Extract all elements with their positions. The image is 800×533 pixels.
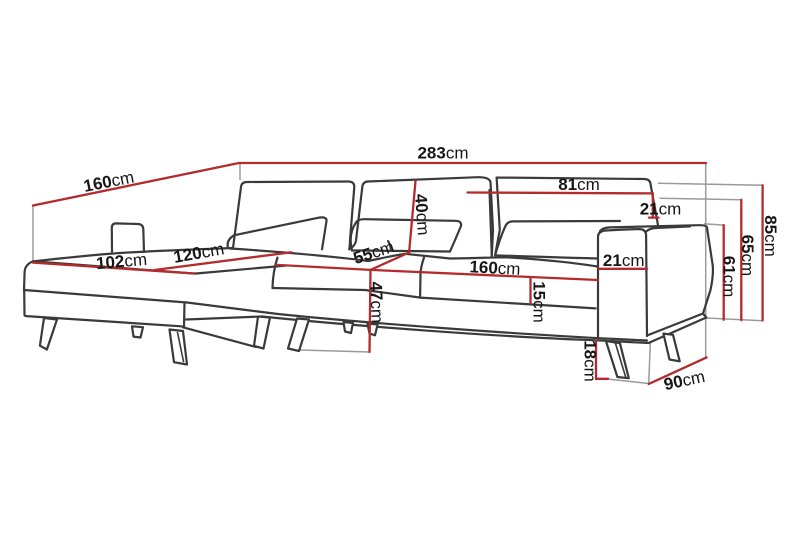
svg-text:21cm: 21cm: [603, 251, 645, 270]
svg-text:47cm: 47cm: [366, 281, 386, 323]
svg-text:283cm: 283cm: [417, 144, 468, 163]
svg-text:102cm: 102cm: [95, 250, 148, 273]
svg-text:81cm: 81cm: [558, 175, 600, 194]
svg-text:21cm: 21cm: [640, 200, 682, 219]
svg-text:61cm: 61cm: [720, 256, 739, 298]
svg-text:40cm: 40cm: [411, 193, 433, 236]
svg-text:160cm: 160cm: [469, 257, 521, 279]
svg-text:15cm: 15cm: [530, 281, 549, 323]
svg-text:18cm: 18cm: [581, 340, 600, 382]
svg-text:85cm: 85cm: [761, 215, 780, 257]
svg-text:65cm: 65cm: [738, 235, 757, 277]
